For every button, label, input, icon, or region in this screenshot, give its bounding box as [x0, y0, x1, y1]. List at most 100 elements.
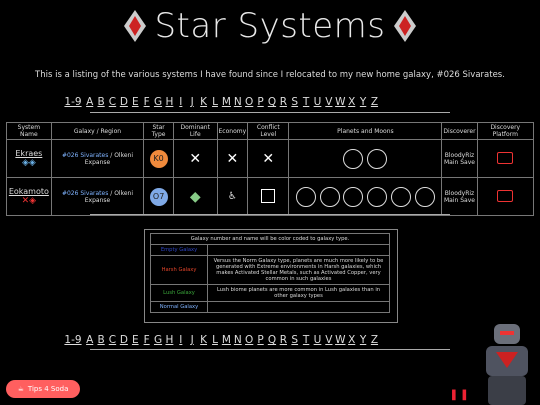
column-header: Economy [216, 122, 249, 140]
alpha-link-j[interactable]: J [190, 96, 194, 108]
alpha-link-p[interactable]: P [257, 334, 264, 346]
alpha-link-g[interactable]: G [153, 334, 163, 346]
alpha-link-h[interactable]: H [165, 334, 174, 346]
alpha-link-1-9[interactable]: 1-9 [64, 334, 82, 346]
alpha-link-d[interactable]: D [119, 334, 128, 346]
alpha-link-m[interactable]: M [221, 334, 231, 346]
alpha-link-q[interactable]: Q [267, 96, 277, 108]
alpha-link-o[interactable]: O [245, 334, 254, 346]
legend-frame [144, 229, 398, 323]
alpha-link-r[interactable]: R [279, 334, 287, 346]
page-header: Star Systems [0, 6, 540, 46]
faction-icons: ◈◈ [21, 158, 36, 168]
atlas-emblem-icon [124, 10, 147, 42]
alpha-link-v[interactable]: V [325, 334, 333, 346]
column-header: Galaxy / Region [50, 122, 145, 140]
alpha-link-1-9[interactable]: 1-9 [64, 96, 82, 108]
alpha-link-e[interactable]: E [131, 334, 139, 346]
planet-icon [415, 186, 436, 207]
site-logo: ▌▐ [452, 391, 466, 401]
alpha-link-y[interactable]: Y [359, 96, 367, 108]
column-header: Star Type [143, 122, 174, 140]
alpha-link-s[interactable]: S [291, 96, 299, 108]
alpha-link-l[interactable]: L [212, 96, 218, 108]
conflict-icon [261, 188, 276, 203]
alpha-link-w[interactable]: W [335, 334, 346, 346]
alpha-link-w[interactable]: W [335, 96, 346, 108]
alpha-link-i[interactable]: I [179, 96, 183, 108]
alpha-link-l[interactable]: L [212, 334, 218, 346]
alpha-link-a[interactable]: A [86, 334, 94, 346]
alpha-link-c[interactable]: C [108, 96, 117, 108]
alpha-link-a[interactable]: A [86, 96, 94, 108]
alpha-link-u[interactable]: U [313, 96, 322, 108]
lifeform-icon: ◆ [189, 188, 201, 205]
alpha-link-v[interactable]: V [325, 96, 333, 108]
column-header: Discoverer [441, 122, 478, 140]
star-type-badge: O7 [149, 187, 168, 206]
planet-icon [343, 186, 364, 207]
alpha-link-z[interactable]: Z [370, 334, 379, 346]
none-x-icon: ✕ [189, 150, 202, 167]
table-row: Ekraes ◈◈ #026 Sivarates / Olkeni Expans… [6, 139, 535, 178]
alpha-link-x[interactable]: X [348, 334, 356, 346]
galaxy-link[interactable]: #026 Sivarates [61, 189, 109, 197]
alpha-link-n[interactable]: N [233, 334, 242, 346]
atlas-emblem-icon [393, 10, 416, 42]
alpha-link-t[interactable]: T [302, 334, 310, 346]
alpha-link-j[interactable]: J [190, 334, 194, 346]
tips-button[interactable]: ☕ Tips 4 Soda [6, 380, 80, 398]
faction-icons: ✕◈ [21, 196, 37, 206]
alpha-link-q[interactable]: Q [267, 334, 277, 346]
none-x-icon: ✕ [226, 150, 239, 167]
character-figure [486, 324, 528, 405]
alpha-link-f[interactable]: F [143, 334, 150, 346]
column-header: Dominant Life [172, 122, 218, 140]
alpha-link-b[interactable]: B [97, 96, 105, 108]
alpha-link-b[interactable]: B [97, 334, 105, 346]
alpha-link-z[interactable]: Z [370, 96, 379, 108]
system-link-eokamoto[interactable]: Eokamoto [8, 187, 49, 196]
alpha-link-k[interactable]: K [200, 334, 208, 346]
switch-icon [497, 151, 514, 164]
alpha-link-o[interactable]: O [245, 96, 254, 108]
system-link-ekraes[interactable]: Ekraes [15, 149, 43, 158]
alpha-link-u[interactable]: U [313, 334, 322, 346]
alpha-link-h[interactable]: H [165, 96, 174, 108]
alpha-link-c[interactable]: C [108, 334, 117, 346]
intro-text: This is a listing of the various systems… [35, 70, 505, 80]
alpha-link-x[interactable]: X [348, 96, 356, 108]
divider [90, 349, 450, 350]
alpha-link-d[interactable]: D [119, 96, 128, 108]
planet-icon [319, 186, 340, 207]
alpha-link-s[interactable]: S [291, 334, 299, 346]
none-x-icon: ✕ [262, 150, 275, 167]
alpha-link-t[interactable]: T [302, 96, 310, 108]
alpha-link-n[interactable]: N [233, 96, 242, 108]
alpha-link-r[interactable]: R [279, 96, 287, 108]
alpha-link-f[interactable]: F [143, 96, 150, 108]
planet-icon [367, 186, 388, 207]
alpha-link-e[interactable]: E [131, 96, 139, 108]
alpha-link-p[interactable]: P [257, 96, 264, 108]
galaxy-link[interactable]: #026 Sivarates [61, 151, 109, 159]
divider [90, 214, 450, 215]
alpha-link-i[interactable]: I [179, 334, 183, 346]
column-header: Conflict Level [247, 122, 290, 140]
planet-icon [367, 148, 388, 169]
alpha-link-m[interactable]: M [221, 96, 231, 108]
alpha-link-g[interactable]: G [153, 96, 163, 108]
planet-icon [295, 186, 316, 207]
legend-table: Galaxy number and name will be color cod… [150, 233, 390, 313]
column-header: Planets and Moons [288, 122, 443, 140]
table-row: Eokamoto ✕◈ #026 Sivarates / Olkeni Expa… [6, 177, 535, 216]
star-type-badge: K0 [149, 149, 168, 168]
column-header: Discovery Platform [476, 122, 535, 140]
alpha-link-k[interactable]: K [200, 96, 208, 108]
alpha-link-y[interactable]: Y [359, 334, 367, 346]
switch-icon [497, 189, 514, 202]
